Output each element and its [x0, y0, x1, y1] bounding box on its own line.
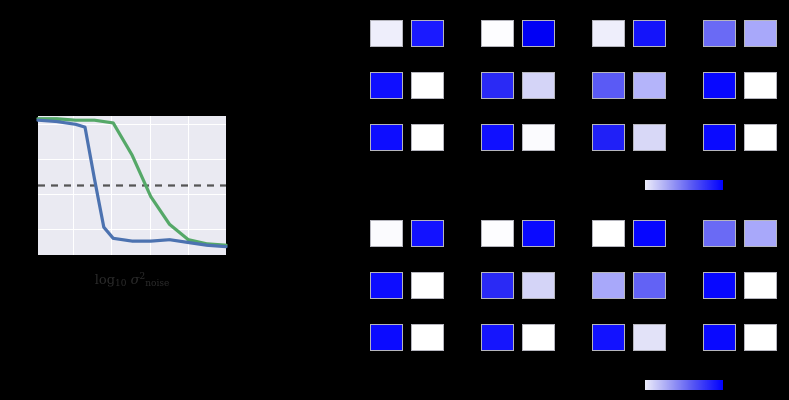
heatmap-cell: [633, 72, 666, 99]
colorbar-bottom: [645, 380, 723, 390]
x-axis-label-log: log: [94, 272, 116, 288]
heatmap-cell: [411, 124, 444, 151]
gridline-vertical: [73, 116, 74, 255]
heatmap-cell: [592, 220, 625, 247]
heatmap-cell: [370, 20, 403, 47]
heatmap-cell: [411, 272, 444, 299]
x-axis-label-noise: noise: [145, 279, 170, 290]
heatmap-cell: [744, 324, 777, 351]
heatmap-cell: [703, 124, 736, 151]
heatmap-cell: [370, 124, 403, 151]
heatmap-cell: [592, 124, 625, 151]
heatmap-cell: [744, 20, 777, 47]
heatmap-cell: [370, 72, 403, 99]
heatmap-cell: [481, 324, 514, 351]
heatmap-cell: [522, 220, 555, 247]
heatmap-cell: [522, 324, 555, 351]
heatmap-cell: [703, 324, 736, 351]
heatmap-cell: [522, 20, 555, 47]
heatmap-cell: [522, 124, 555, 151]
heatmap-group: [481, 20, 555, 151]
gridline-horizontal: [38, 159, 226, 160]
heatmap-grid-bottom: [360, 220, 789, 400]
heatmap-cell: [411, 20, 444, 47]
heatmap-grid-top: [360, 20, 789, 200]
gridline-horizontal: [38, 229, 226, 230]
heatmap-cell: [703, 20, 736, 47]
heatmap-cell: [633, 272, 666, 299]
heatmap-cell: [592, 72, 625, 99]
gridline-vertical: [111, 116, 112, 255]
heatmap-cell: [592, 272, 625, 299]
colorbar-top: [645, 180, 723, 190]
heatmap-group: [703, 220, 777, 351]
gridline-horizontal: [38, 124, 226, 125]
heatmap-cell: [370, 324, 403, 351]
heatmap-cell: [411, 220, 444, 247]
heatmap-cell: [481, 124, 514, 151]
heatmap-cell: [744, 124, 777, 151]
heatmap-cell: [633, 20, 666, 47]
plot-curves: [36, 117, 228, 249]
heatmap-cell: [744, 272, 777, 299]
heatmap-cell: [411, 72, 444, 99]
x-axis-label: log10 σ2noise: [38, 272, 226, 289]
heatmap-cell: [411, 324, 444, 351]
heatmap-cell: [522, 72, 555, 99]
x-axis-label-sigma: σ: [130, 272, 140, 288]
heatmap-cell: [703, 72, 736, 99]
heatmap-cell: [744, 72, 777, 99]
line-plot-panel: log10 σ2noise: [0, 0, 300, 400]
heatmap-group: [481, 220, 555, 351]
heatmap-cell: [481, 220, 514, 247]
heatmap-group: [592, 20, 666, 151]
heatmap-cell: [633, 124, 666, 151]
heatmap-cell: [370, 220, 403, 247]
gridline-horizontal: [38, 194, 226, 195]
gridline-vertical: [150, 116, 151, 255]
x-axis-label-base: 10: [115, 279, 127, 290]
gridline-vertical: [188, 116, 189, 255]
heatmap-group: [592, 220, 666, 351]
heatmap-cell: [522, 272, 555, 299]
x-axis-label-exponent: 2: [139, 272, 146, 282]
heatmap-group: [370, 220, 444, 351]
heatmap-group: [370, 20, 444, 151]
heatmap-cell: [633, 220, 666, 247]
heatmap-cell: [592, 20, 625, 47]
heatmap-cell: [703, 272, 736, 299]
heatmap-cell: [592, 324, 625, 351]
heatmap-cell: [703, 220, 736, 247]
heatmap-cell: [370, 272, 403, 299]
green-curve: [36, 117, 228, 247]
heatmap-cell: [744, 220, 777, 247]
heatmap-group: [703, 20, 777, 151]
heatmap-cell: [481, 72, 514, 99]
heatmap-cell: [481, 272, 514, 299]
plot-axes-area: [36, 116, 228, 255]
blue-curve: [36, 118, 228, 249]
heatmap-cell: [481, 20, 514, 47]
heatmap-cell: [633, 324, 666, 351]
